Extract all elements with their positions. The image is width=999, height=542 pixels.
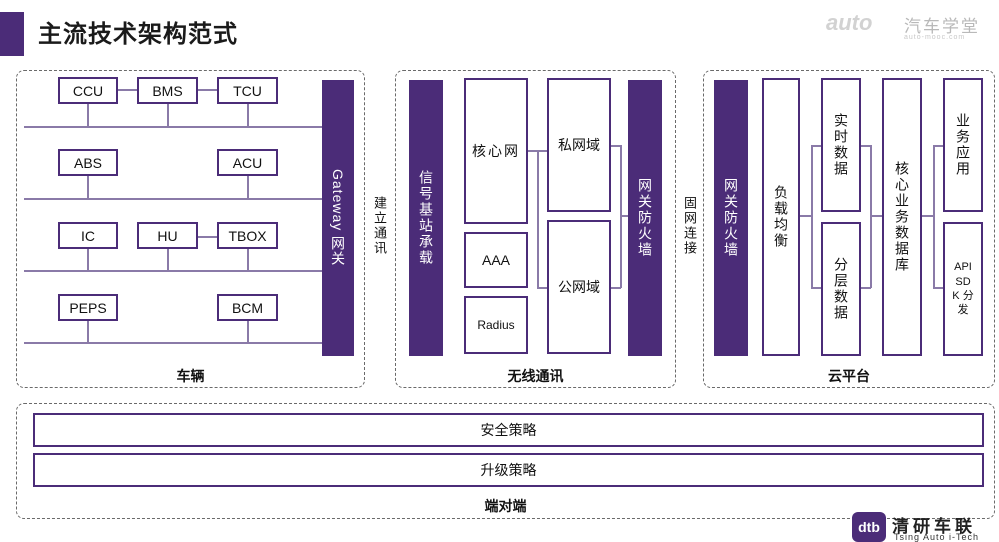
link-label-fixed-net: 固网连接 — [682, 196, 697, 256]
core-network-label: 核心网 — [472, 143, 520, 159]
logo-sub: auto-mooc.com — [904, 34, 966, 41]
ecu-ic: IC — [58, 222, 118, 249]
public-domain-box: 公网域 — [547, 220, 611, 354]
aaa-box: AAA — [464, 232, 528, 288]
vehicle-panel-label: 车辆 — [176, 368, 205, 384]
link-label-build-comm: 建立通讯 — [372, 196, 387, 256]
logo-mark: dtb — [852, 512, 886, 542]
wireless-panel-label: 无线通讯 — [507, 368, 564, 384]
ecu-bms: BMS — [137, 77, 198, 104]
tsing-auto-logo: dtb 清研车联 Tsing Auto i-Tech — [852, 512, 999, 542]
realtime-data-box: 实时数据 — [821, 78, 861, 212]
vehicle-panel — [16, 70, 365, 388]
title-accent-bar — [0, 12, 24, 56]
page-title: 主流技术架构范式 — [38, 21, 238, 48]
cloud-panel — [703, 70, 995, 388]
gateway-block: Gateway 网关 — [322, 80, 354, 356]
logo-sub: Tsing Auto i-Tech — [894, 532, 980, 542]
ecu-ccu: CCU — [58, 77, 118, 104]
logo-mark: auto — [826, 10, 873, 35]
api-sdk-box: API SDK 分发 — [943, 222, 983, 356]
private-domain-box: 私网域 — [547, 78, 611, 212]
ecu-abs: ABS — [58, 149, 118, 176]
ecu-tbox: TBOX — [217, 222, 278, 249]
logo-name: 汽车学堂 — [904, 17, 980, 36]
core-database-box: 核心业务数据库 — [882, 78, 922, 356]
layered-data-box: 分层数据 — [821, 222, 861, 356]
core-network-box: 核心网 — [464, 78, 528, 224]
security-policy-bar: 安全策略 — [33, 413, 984, 447]
logo-name: 清研车联 — [892, 517, 976, 536]
biz-app-box: 业务应用 — [943, 78, 983, 212]
cloud-firewall-block: 网关防火墙 — [714, 80, 748, 356]
can-bus-line — [24, 342, 322, 344]
load-balance-box: 负载均衡 — [762, 78, 800, 356]
ecu-hu: HU — [137, 222, 198, 249]
upgrade-policy-bar: 升级策略 — [33, 453, 984, 487]
base-station-block: 信号基站承载 — [409, 80, 443, 356]
api-sdk-label: API SDK 分发 — [952, 261, 974, 317]
ecu-tcu: TCU — [217, 77, 278, 104]
wireless-firewall-block: 网关防火墙 — [628, 80, 662, 356]
can-bus-line — [24, 126, 322, 128]
ecu-peps: PEPS — [58, 294, 118, 321]
end-to-end-panel — [16, 403, 995, 519]
auto-mooc-logo: auto 汽车学堂 auto-mooc.com — [820, 8, 990, 48]
radius-box: Radius — [464, 296, 528, 354]
can-bus-line — [24, 270, 322, 272]
ecu-bcm: BCM — [217, 294, 278, 321]
end-to-end-label: 端对端 — [484, 498, 527, 514]
wireless-panel — [395, 70, 676, 388]
can-bus-line — [24, 198, 322, 200]
cloud-panel-label: 云平台 — [828, 368, 870, 384]
ecu-acu: ACU — [217, 149, 278, 176]
